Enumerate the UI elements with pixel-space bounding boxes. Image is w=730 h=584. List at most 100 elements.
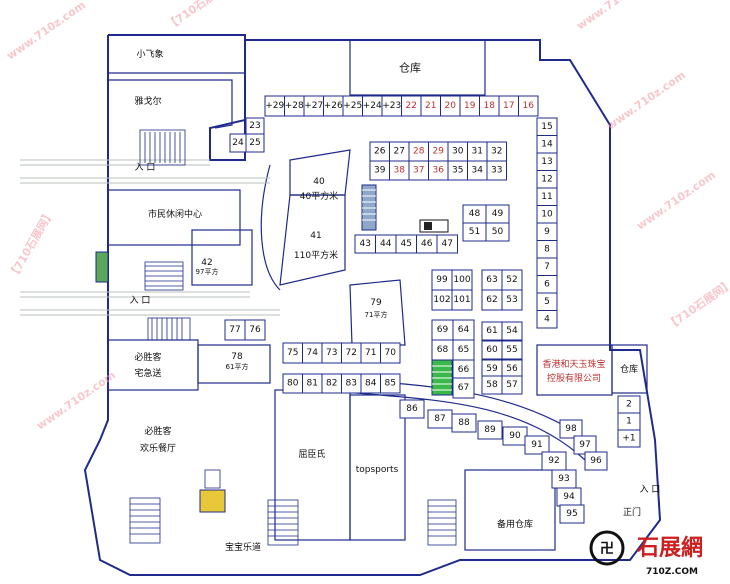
shop-number: 85: [385, 379, 396, 389]
shop-cell-76: [244, 319, 266, 341]
shop-number: 72: [346, 348, 357, 358]
warehouse-right-box: [611, 344, 648, 394]
shop-cell-70: [380, 342, 401, 364]
shop-number: +26: [324, 101, 343, 111]
shop-number: 82: [326, 379, 337, 389]
shop-number: 69: [437, 325, 449, 335]
shop-number: 73: [326, 348, 337, 358]
main-gate-label: 正门: [623, 506, 641, 518]
shop-cell-50: [485, 222, 510, 242]
shop-number: 89: [484, 425, 496, 435]
little-elephant-label: 小飞象: [136, 48, 163, 60]
shop-number: 12: [541, 174, 552, 184]
shop-number: 43: [360, 239, 371, 249]
shop-cell-57: [501, 375, 523, 395]
shop-cell-89: [477, 420, 503, 440]
shop-40-area: 40平方米: [300, 190, 338, 202]
shop-number: +25: [343, 101, 362, 111]
brand-seal-icon: [589, 530, 625, 566]
shop-41-area: 110平方米: [294, 249, 338, 261]
shop-number: 67: [458, 383, 469, 393]
shop-number: 9: [544, 227, 550, 237]
escalator: [361, 184, 377, 231]
shop-number: 94: [563, 492, 575, 502]
shop-number: 58: [486, 380, 498, 390]
entrance-top-label: 入 口: [135, 162, 156, 173]
pizza-hut-label-1: 必胜客: [144, 425, 171, 437]
shop-number: +23: [382, 101, 401, 111]
stairs-bottom-mid: [267, 499, 299, 546]
shop-number: 19: [464, 101, 476, 111]
wall-segment: [108, 79, 233, 129]
watermark: 【710石展网】: [6, 207, 56, 281]
shop-number: 92: [548, 456, 559, 466]
shop-79-label: 79: [370, 298, 382, 308]
shop-number: 96: [590, 456, 602, 466]
shop-number: 91: [531, 440, 542, 450]
shop-number: 52: [506, 275, 517, 285]
entrance-right-label: 入 口: [640, 484, 661, 495]
shop-cell-85: [380, 373, 401, 394]
warehouse-top-box: [349, 39, 486, 96]
shop-number: 35: [452, 166, 463, 176]
curve-wall: [260, 164, 281, 291]
shop-number: +28: [285, 101, 304, 111]
shop-cell-88: [451, 413, 477, 433]
shop-78-area: 61平方: [226, 362, 249, 371]
shop-number: 4: [544, 314, 550, 324]
shop-number: 10: [541, 209, 553, 219]
jewelry-box: [536, 344, 613, 396]
shop-number: +24: [363, 101, 382, 111]
shop-number: 70: [385, 348, 397, 358]
shop-number: 8: [544, 244, 550, 254]
shop-40-label: 40: [313, 177, 325, 187]
shop-number: 87: [434, 414, 445, 424]
yagor-label: 雅戈尔: [134, 95, 161, 107]
shop-number: 61: [486, 326, 497, 336]
shop-number: 30: [452, 147, 464, 157]
shop-number: 90: [509, 431, 521, 441]
warehouse-right-label: 仓库: [620, 363, 638, 375]
shop-number: 60: [486, 345, 498, 355]
stairs-bottom-right: [427, 499, 457, 546]
shop-cell-101: [451, 289, 473, 311]
shop-42-label: 42: [201, 258, 212, 268]
shop-number: 5: [544, 297, 550, 307]
shop-number: 25: [249, 138, 260, 148]
brand-seal-glyph: 卍: [600, 541, 614, 557]
shop-number: 88: [458, 418, 470, 428]
elevator-icon: [95, 251, 109, 283]
shop-number: 16: [523, 101, 535, 111]
brand-logo: 卍 石展網 710Z.COM: [589, 530, 703, 577]
shop-number: 49: [492, 209, 504, 219]
shop-number: 2: [626, 400, 632, 410]
shop-number: 15: [541, 122, 552, 132]
shop-number: 56: [506, 364, 518, 374]
shop-cell-47: [436, 234, 458, 254]
shop-78-label: 78: [231, 352, 243, 362]
shop-number: 98: [565, 424, 577, 434]
shop-42-area: 97平方: [196, 267, 219, 276]
elevator-icon-2: [419, 219, 449, 233]
green-escalator: [431, 354, 453, 396]
shop-number: 97: [579, 440, 590, 450]
shop-number: 77: [229, 325, 240, 335]
shop-number: 17: [503, 101, 514, 111]
stairs-2: [147, 317, 191, 341]
shop-number: 51: [469, 227, 480, 237]
playground-label: 宝宝乐道: [225, 541, 261, 553]
shop-number: 13: [541, 157, 552, 167]
shop-42-box: [191, 229, 253, 286]
shop-cell-96: [584, 451, 608, 471]
wall-segment: [107, 35, 245, 74]
shop-number: 74: [307, 348, 319, 358]
delivery-label-2: 宅急送: [134, 367, 161, 379]
delivery-box: [107, 339, 199, 391]
shop-number: 24: [232, 138, 244, 148]
shop-number: +1: [622, 434, 635, 444]
citizen-center-label: 市民休闲中心: [148, 208, 202, 220]
delivery-label-1: 必胜客: [134, 351, 161, 363]
shop-number: +29: [265, 101, 284, 111]
shop-40-box: [289, 149, 351, 196]
